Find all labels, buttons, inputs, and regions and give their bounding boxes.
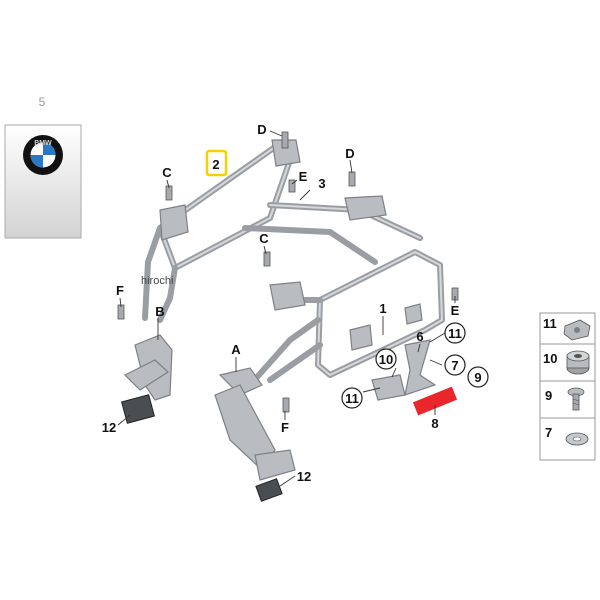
- bolt-d-top-icon: [281, 131, 289, 149]
- footrest-right: [255, 478, 283, 502]
- bolt-f-mid-icon: [282, 397, 290, 413]
- callout-6: 6: [416, 329, 423, 344]
- bolt-d-right-icon: [348, 171, 356, 187]
- bracket-6: [371, 339, 437, 401]
- hex-nut-icon: [566, 350, 590, 375]
- reference-box: 5 BMW: [4, 95, 82, 239]
- frame-2-plate: [159, 204, 189, 241]
- legend-panel: 11 10 9 7: [539, 312, 596, 461]
- legend-row-7: 7: [545, 425, 589, 446]
- legend-row-10: 10: [543, 350, 590, 375]
- callout-f-left: F: [116, 283, 124, 298]
- callout-10-ring: [375, 348, 397, 370]
- watermark: hirochi: [141, 275, 173, 287]
- legend-number-11: 11: [543, 316, 557, 331]
- bolt-c-mid-icon: [263, 251, 271, 267]
- reference-number: 5: [39, 95, 46, 109]
- bolt-f-left-icon: [117, 304, 125, 320]
- bolts: [117, 131, 459, 413]
- leader-lines: [117, 130, 456, 487]
- callout-11b: 11: [345, 391, 359, 406]
- bmw-logo: BMW: [23, 135, 63, 175]
- callout-c-left: C: [162, 165, 172, 180]
- callout-3: 3: [318, 176, 325, 191]
- callout-a: A: [231, 342, 241, 357]
- clip-nut-icon: [563, 319, 591, 341]
- callout-e-right: E: [451, 303, 460, 318]
- frame-1-plate: [269, 281, 306, 311]
- legend-number-10: 10: [543, 351, 557, 366]
- callout-1: 1: [379, 301, 386, 316]
- callout-d-top: D: [257, 122, 266, 137]
- frame-1: [247, 249, 445, 388]
- frame-3-plate: [344, 195, 387, 221]
- callout-11b-ring: [341, 387, 363, 409]
- logo-quadrant-1: [43, 142, 56, 155]
- callout-11a-ring: [444, 322, 466, 344]
- bolt-e-top-icon: [288, 179, 296, 193]
- highlight-frame: [205, 149, 228, 177]
- footrest-left: [121, 394, 155, 424]
- callout-9: 9: [474, 370, 481, 385]
- logo-letters: BMW: [34, 140, 52, 147]
- bracket-6-plate: [404, 339, 437, 396]
- callout-10: 10: [379, 352, 393, 367]
- callout-11a: 11: [448, 326, 462, 341]
- callout-7: 7: [451, 358, 458, 373]
- bracket-a: [214, 367, 296, 502]
- legend-number-7: 7: [545, 425, 552, 440]
- callout-8: 8: [431, 416, 438, 431]
- legend-number-9: 9: [545, 388, 552, 403]
- callout-9-ring: [467, 366, 489, 388]
- circled-callouts: 11 7 9 10 11: [341, 322, 489, 409]
- logo-quadrant-3: [30, 155, 43, 168]
- washer-icon: [565, 432, 589, 446]
- callout-labels: 2 3 1 D D C C E E F F B A 12 12 6 8: [102, 122, 460, 484]
- callout-c-mid: C: [259, 231, 269, 246]
- screw-icon: [567, 387, 585, 411]
- callout-12-right: 12: [297, 469, 311, 484]
- callout-2: 2: [212, 157, 219, 172]
- bolt-c-left-icon: [165, 185, 173, 201]
- legend-row-11: 11: [543, 316, 591, 341]
- legend-row-9: 9: [545, 387, 585, 411]
- bracket-b: [121, 334, 173, 424]
- callout-b: B: [155, 304, 164, 319]
- frame-3: [242, 195, 423, 265]
- callout-e-top: E: [299, 169, 308, 184]
- callout-d-right: D: [345, 146, 354, 161]
- frame-2: [142, 139, 301, 323]
- callout-12-left: 12: [102, 420, 116, 435]
- callout-7-ring: [444, 354, 466, 376]
- frame-2-leg: [142, 225, 163, 321]
- red-strip: [412, 386, 458, 416]
- callout-f-mid: F: [281, 420, 289, 435]
